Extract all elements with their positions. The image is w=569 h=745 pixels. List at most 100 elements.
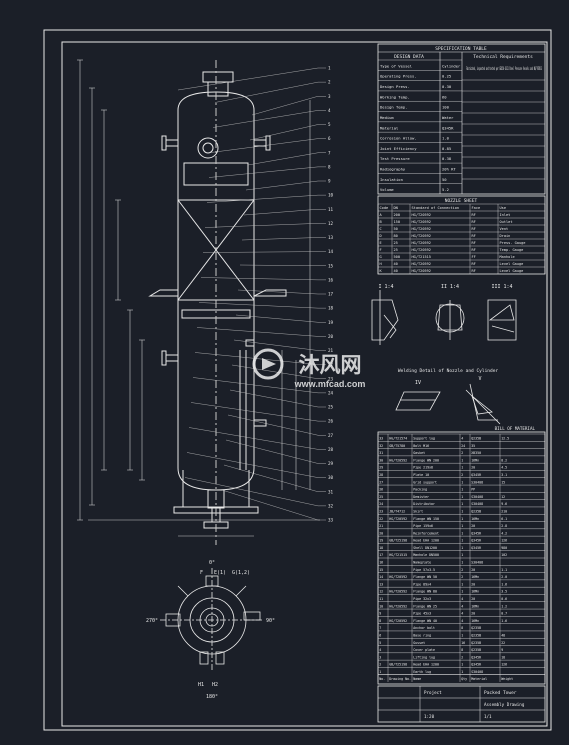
bom-cell: 30 (379, 458, 383, 462)
bom-cell: 2 (461, 473, 463, 477)
bom-cell: S30408 (471, 670, 483, 674)
bom-cell: 20 (471, 466, 475, 470)
weld-details (371, 290, 517, 425)
bom-cell: Q345R (471, 655, 481, 659)
bom-cell: Pipe 89x4 (413, 582, 431, 586)
part-number-17: 17 (328, 292, 334, 297)
bom-cell: 16 (379, 561, 383, 565)
nozzle-cell: RF (472, 248, 476, 252)
nozzle-cell: F (380, 248, 382, 252)
nozzle-cell: 200 (394, 213, 401, 217)
part-number-15: 15 (328, 263, 334, 268)
spec-col1: DESIGN DATA (394, 54, 424, 60)
leader-line (251, 96, 319, 116)
bom-cell: 1 (461, 509, 463, 513)
bom-footer-cell: Qty (461, 677, 467, 681)
leader-line (223, 464, 319, 492)
nozzle-cell: D (380, 234, 382, 238)
bom-cell: 0.6 (501, 597, 507, 601)
nozzle-cell: Press. Gauge (500, 241, 526, 245)
bom-cell: 210 (501, 509, 507, 513)
bom-cell: 16Mn (471, 575, 479, 579)
spec-value: 0.30 (442, 84, 452, 89)
leader-line (229, 389, 319, 408)
bom-cell: 1 (461, 670, 463, 674)
bom-cell: Shell DN1200 (413, 546, 437, 550)
nozzle-cell: HG/T20592 (412, 227, 431, 231)
bom-cell: 1 (461, 582, 463, 586)
leader-line (210, 138, 319, 153)
bom-cell: Support lug (413, 437, 435, 441)
bom-cell: S30408 (471, 561, 483, 565)
nozzle-cell: RF (472, 234, 476, 238)
nozzle-cell: HG/T20592 (412, 213, 431, 217)
bom-cell: 1 (461, 531, 463, 535)
bom-cell: 6.1 (501, 517, 507, 521)
bom-cell: S30408 (471, 502, 483, 506)
bom-cell: 2 (461, 575, 463, 579)
spec-value: 100 (442, 105, 450, 110)
plan-label-c: G(1,2) (232, 570, 250, 576)
part-number-26: 26 (328, 419, 334, 424)
spec-key: Medium (380, 115, 394, 120)
bom-cell: 28 (379, 473, 383, 477)
plan-label-b: E(1) (214, 570, 226, 576)
bom-cell: 19 (379, 539, 383, 543)
bom-cell: 1.1 (501, 568, 507, 572)
spec-key: Volume (380, 187, 394, 192)
bom-cell: 1 (461, 524, 463, 528)
nozzle-cell: 25 (394, 248, 398, 252)
nozzle-cell: HG/T20592 (412, 220, 431, 224)
bom-cell: 22 (501, 641, 505, 645)
bom-cell: Earth lug (413, 670, 431, 674)
bom-cell: HG/T20592 (389, 575, 407, 579)
packing-bed-cross-b (177, 199, 255, 301)
spec-value: 1.0 (442, 136, 450, 141)
bom-cell: Flange WN 200 (413, 458, 439, 462)
bom-cell: Q235B (471, 509, 481, 513)
bom-cell: S30408 (471, 480, 483, 484)
nozzle-cell: Level Gauge (500, 262, 524, 266)
bom-footer-cell: Material (471, 677, 487, 681)
bom-cell: 1.2 (501, 604, 507, 608)
detail-3-label: III 1:4 (491, 284, 512, 290)
part-number-19: 19 (328, 320, 334, 325)
part-number-31: 31 (328, 489, 334, 494)
bom-cell: 29 (379, 466, 383, 470)
bom-cell: 24 (379, 502, 383, 506)
bom-cell: HG/T20592 (389, 590, 407, 594)
watermark: 沐风网 www.mfcad.com (252, 348, 366, 389)
bom-cell: 20 (379, 531, 383, 535)
part-number-3: 3 (328, 94, 331, 99)
watermark-main: 沐风网 (299, 354, 362, 377)
bom-cell: 10 (379, 604, 383, 608)
spec-value: 20% RT (442, 166, 456, 171)
bom-cell: 1 (461, 633, 463, 637)
part-number-28: 28 (328, 447, 334, 452)
bom-cell: 5 (379, 641, 381, 645)
spec-value: Q345R (442, 125, 454, 130)
spec-value: 60 (442, 94, 447, 99)
bom-cell: 13 (379, 582, 383, 586)
bom-cell: 1.6 (501, 619, 507, 623)
detail-5-label: V (478, 376, 481, 382)
spec-key: Test Pressure (380, 156, 410, 161)
leader-line (227, 414, 319, 436)
lifting-lug-left (148, 289, 179, 297)
nozzle-cell: RF (472, 269, 476, 273)
bom-cell: 2.0 (501, 575, 507, 579)
bom-cell: GB/T25198 (389, 539, 407, 543)
bom-cell: 4 (461, 619, 463, 623)
bom-cell: 2.8 (501, 524, 507, 528)
part-number-24: 24 (328, 390, 334, 395)
leader-line (231, 364, 319, 379)
nozzle-cell: E (380, 241, 382, 245)
nozzle-cell: G (380, 255, 382, 259)
bom-cell: Pipe 45x3 (413, 612, 431, 616)
bom-cell: Cover plate (413, 648, 435, 652)
watermark-sub: www.mfcad.com (294, 379, 366, 389)
spec-table: SPECIFICATION TABLE DESIGN DATA Technica… (377, 43, 546, 195)
bom-cell: Q235B (471, 648, 481, 652)
bom-cell: GB/T25198 (389, 663, 407, 667)
